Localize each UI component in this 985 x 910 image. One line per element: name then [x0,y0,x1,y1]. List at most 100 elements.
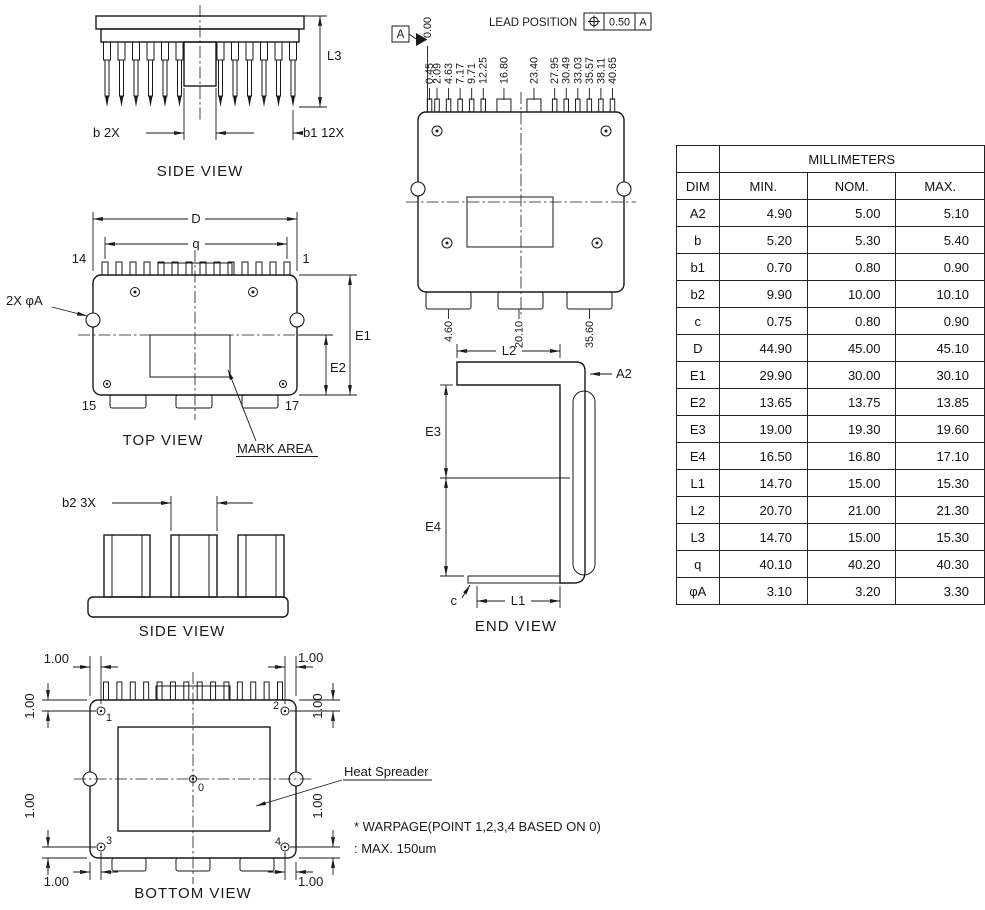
warpage-note-line1: * WARPAGE(POINT 1,2,3,4 BASED ON 0) [354,819,601,834]
view-title-end: END VIEW [475,618,557,635]
lead-position-title: LEAD POSITION [489,17,577,29]
row-nom: 3.20 [807,577,897,605]
row-min: 5.20 [718,226,809,254]
row-dim: D [676,334,720,362]
row-max: 3.30 [895,577,985,605]
row-max: 15.30 [895,469,985,497]
bottom-tab [109,394,147,409]
bottom-tab [497,291,544,310]
wide-lead-region [155,685,231,701]
dim-c-label: c [451,593,458,608]
row-dim: E1 [676,361,720,389]
row-max: 5.40 [895,226,985,254]
point-1-label: 1 [106,712,112,724]
svg-text:33.03: 33.03 [572,57,584,84]
mark-area-callout: MARK AREA [227,369,318,457]
mark-area-label: MARK AREA [237,441,313,456]
side-notch-right [616,181,632,197]
svg-text:35.60: 35.60 [584,321,596,348]
heat-spreader-rect [117,726,271,832]
warpage-note-line2: : MAX. 150um [354,841,436,856]
dim-b2: b2 3X [62,495,253,531]
dim-d: D [92,211,298,271]
bottom-tab [241,394,279,409]
point-0-label: 0 [198,782,204,794]
dim-e4: E4 [425,478,464,577]
row-max: 19.60 [895,415,985,443]
row-dim: q [676,550,720,578]
unit-header: MILLIMETERS [718,145,985,173]
dim-l1-label: L1 [511,593,525,608]
row-nom: 45.00 [807,334,897,362]
mark-area-rect [149,334,231,378]
dim-l1: L1 [476,586,561,608]
row-min: 14.70 [718,523,809,551]
dim-table-body: A2 4.90 5.00 5.10 b 5.20 5.30 5.40 b1 0.… [676,199,985,605]
row-max: 0.90 [895,253,985,281]
dim-b2-label: b2 3X [62,495,96,510]
row-max: 10.10 [895,280,985,308]
fcf-tolerance: 0.50 [609,17,630,29]
table-row: q 40.10 40.20 40.30 [676,550,985,578]
dim-hole-callout-label: 2X φA [6,293,43,308]
svg-text:4.60: 4.60 [443,321,455,342]
wide-lead-tab [183,41,217,87]
col-header-min: MIN. [718,172,809,200]
row-max: 45.10 [895,334,985,362]
position-tolerance-icon [588,15,600,28]
corner-dim-label: 1.00 [298,650,323,665]
corner-dim-label: 1.00 [310,793,325,818]
dim-c: c [451,584,471,608]
row-min: 16.50 [718,442,809,470]
row-nom: 5.30 [807,226,897,254]
row-nom: 21.00 [807,496,897,524]
bottom-tab [425,291,472,310]
row-min: 40.10 [718,550,809,578]
dim-hole-callout: 2X φA [6,293,88,317]
bottom-view-pins [103,681,283,701]
lead-profile [467,575,561,584]
svg-text:40.65: 40.65 [607,57,619,84]
view-title-side-bottom: SIDE VIEW [139,623,226,640]
row-min: 44.90 [718,334,809,362]
mark-area-rect [466,196,554,248]
table-row: L1 14.70 15.00 15.30 [676,469,985,497]
row-max: 13.85 [895,388,985,416]
svg-text:16.80: 16.80 [498,57,510,84]
row-dim: L3 [676,523,720,551]
corner-dim-label: 1.00 [22,793,37,818]
pin-number-14: 14 [72,251,86,266]
bottom-tab [175,394,213,409]
warpage-points: 1 2 3 4 0 [96,700,290,852]
datum-flag: A [391,25,428,46]
corner-dims: 1.00 1.00 1.00 1.00 1.00 [22,650,340,889]
row-dim: b2 [676,280,720,308]
row-dim: b1 [676,253,720,281]
row-nom: 16.80 [807,442,897,470]
dim-b1-label: b1 12X [303,125,345,140]
dim-a2-label: A2 [616,366,632,381]
post [237,534,285,598]
row-nom: 5.00 [807,199,897,227]
bottom-tab [239,857,275,872]
row-max: 0.90 [895,307,985,335]
row-dim: b [676,226,720,254]
corner-dim-label: 1.00 [310,693,325,718]
point-4-label: 4 [275,836,281,848]
side-notch-left [410,181,426,197]
dim-q: q [104,236,288,259]
row-min: 14.70 [718,469,809,497]
row-nom: 13.75 [807,388,897,416]
row-nom: 30.00 [807,361,897,389]
row-max: 30.10 [895,361,985,389]
svg-text:7.17: 7.17 [455,63,467,84]
row-max: 5.10 [895,199,985,227]
heat-spreader-label: Heat Spreader [344,764,429,779]
datum-triangle-icon [416,33,428,46]
svg-text:27.95: 27.95 [549,57,561,84]
row-min: 29.90 [718,361,809,389]
row-dim: c [676,307,720,335]
bottom-tab [111,857,147,872]
dim-l3-label: L3 [327,48,341,63]
